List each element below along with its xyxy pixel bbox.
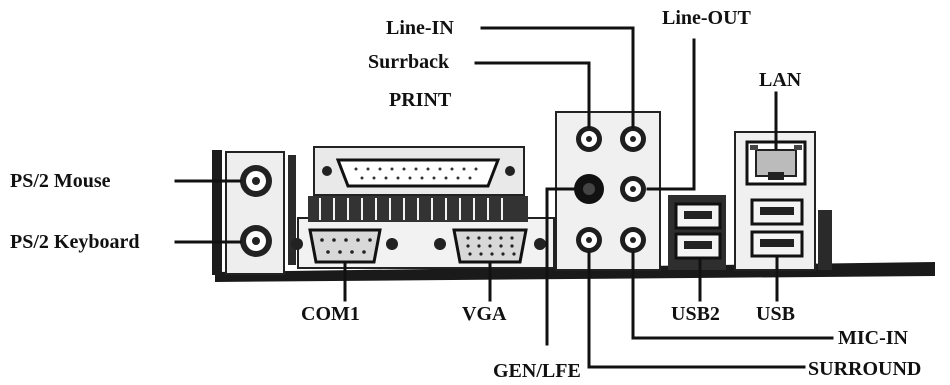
ps2-mouse-port xyxy=(240,165,272,197)
label-line-out: Line-OUT xyxy=(662,8,751,28)
label-ps2-keyboard: PS/2 Keyboard xyxy=(10,232,139,252)
label-surrback: Surrback xyxy=(368,52,449,72)
label-usb2: USB2 xyxy=(671,304,720,324)
label-mic-in: MIC-IN xyxy=(838,328,908,348)
surrback-jack xyxy=(576,126,602,152)
label-com1: COM1 xyxy=(301,304,360,324)
print-port xyxy=(314,147,524,195)
label-gen-lfe: GEN/LFE xyxy=(493,361,581,381)
label-ps2-mouse: PS/2 Mouse xyxy=(10,171,111,191)
surround-jack xyxy=(576,227,602,253)
label-lan: LAN xyxy=(759,70,801,90)
ps2-keyboard-port xyxy=(240,225,272,257)
label-print: PRINT xyxy=(389,90,451,110)
label-surround: SURROUND xyxy=(808,359,921,379)
line-out-jack xyxy=(620,176,646,202)
label-usb: USB xyxy=(756,304,795,324)
label-line-in: Line-IN xyxy=(386,18,454,38)
label-vga: VGA xyxy=(462,304,506,324)
mic-in-jack xyxy=(620,227,646,253)
line-in-jack xyxy=(620,126,646,152)
